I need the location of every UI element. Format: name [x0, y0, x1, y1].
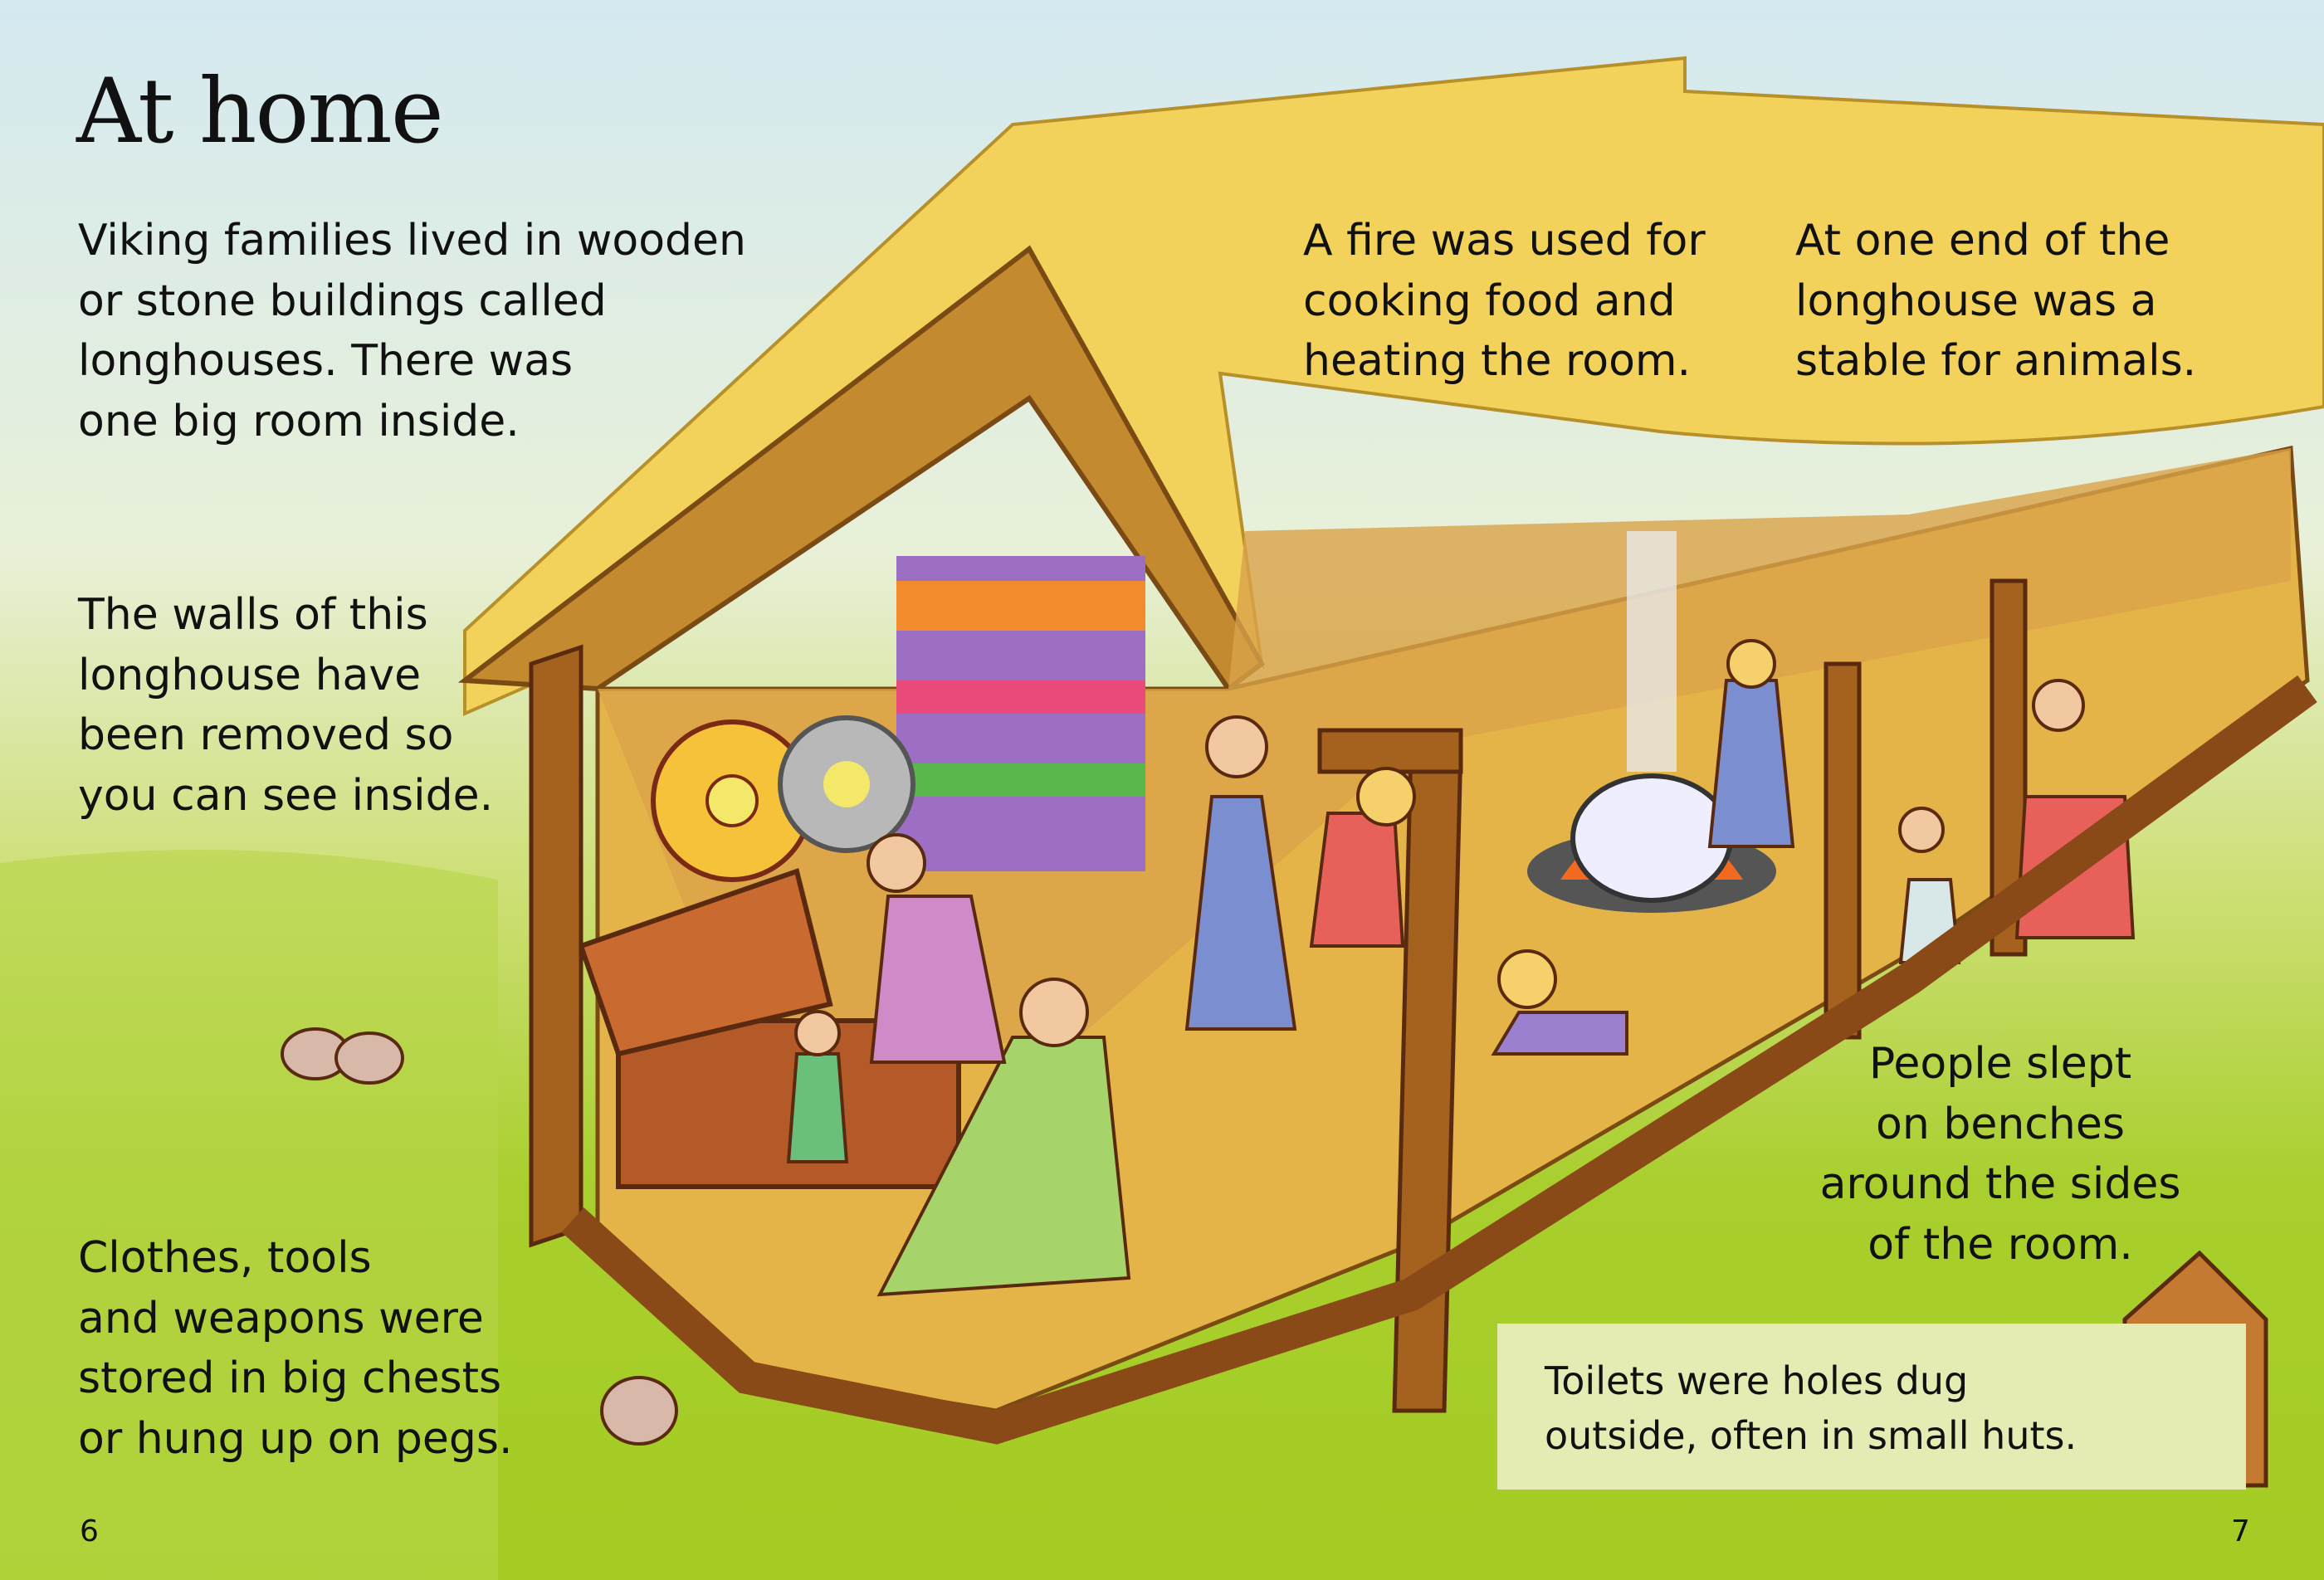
- smoke: [1627, 531, 1677, 772]
- cauldron: [1570, 773, 1733, 903]
- post: [529, 644, 583, 1248]
- chicken: [281, 1027, 678, 1446]
- page-number-left: 6: [80, 1514, 99, 1548]
- toilet-callout-text: Toilets were holes dug outside, often in…: [1545, 1358, 2077, 1458]
- thatched-roof: [463, 56, 2324, 717]
- page-number-right: 7: [2231, 1514, 2250, 1548]
- chests-paragraph: Clothes, tools and weapons were stored i…: [78, 1233, 513, 1464]
- toilet-callout-box: Toilets were holes dug outside, often in…: [1497, 1324, 2246, 1490]
- stable-paragraph: At one end of the longhouse was a stable…: [1795, 216, 2197, 386]
- fire-paragraph: A fire was used for cooking food and hea…: [1303, 216, 1706, 386]
- intro-paragraph: Viking families lived in wooden or stone…: [78, 216, 746, 446]
- page-title: At home: [76, 60, 444, 163]
- post: [1824, 661, 1862, 1040]
- post: [1317, 728, 1463, 774]
- fence: [561, 675, 2317, 1445]
- people: [786, 639, 2136, 1297]
- benches-paragraph: People slept on benches around the sides…: [1819, 1039, 2181, 1270]
- back-wall: [598, 448, 2291, 1062]
- post: [1990, 578, 2028, 957]
- hill: [0, 850, 498, 1580]
- walls-paragraph: The walls of this longhouse have been re…: [78, 590, 494, 821]
